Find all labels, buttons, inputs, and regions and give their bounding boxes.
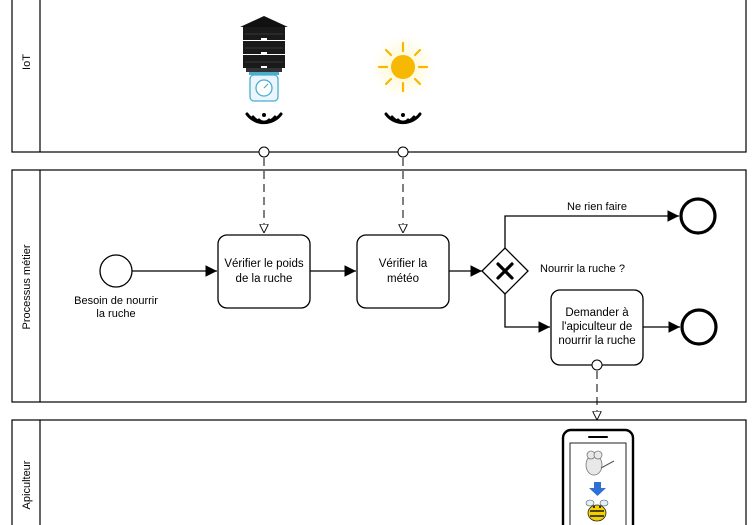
sequence-flow-to-ask xyxy=(504,294,550,333)
gateway-label: Nourrir la ruche ? xyxy=(540,263,625,275)
lane-iot: IoT xyxy=(11,0,747,153)
message-flow-weather xyxy=(397,146,409,233)
smartphone-icon xyxy=(561,428,635,525)
sequence-flow-do-nothing xyxy=(504,210,679,248)
message-flow-ask xyxy=(591,359,603,420)
task-check-weather[interactable] xyxy=(356,234,450,309)
beehive-scale-icon xyxy=(240,16,288,102)
start-event-label-line2: la ruche xyxy=(96,308,135,320)
end-event-ask[interactable] xyxy=(680,308,718,346)
wireless-signal-icon xyxy=(245,112,283,125)
task-check-weight-line2: de la ruche xyxy=(236,273,293,285)
lane-process: Processus métier xyxy=(11,169,747,403)
end-event-do-nothing[interactable] xyxy=(679,197,717,235)
task-check-weight[interactable] xyxy=(217,234,311,309)
message-flow-weight xyxy=(258,146,270,233)
lane-label-iot: IoT xyxy=(21,54,33,70)
task-check-weather-line2: météo xyxy=(387,273,419,285)
task-check-weather-line1: Vérifier la xyxy=(379,258,428,270)
task-ask-beekeeper-line1: Demander à xyxy=(565,307,629,319)
task-check-weight-line1: Vérifier le poids xyxy=(224,258,304,270)
down-arrow-icon xyxy=(589,482,606,496)
lane-label-process: Processus métier xyxy=(21,244,33,329)
start-event-label-line1: Besoin de nourrir xyxy=(74,295,158,307)
feeding-figure-icon xyxy=(585,450,615,476)
lane-beekeeper: Apiculteur xyxy=(11,419,747,525)
flow-label-do-nothing: Ne rien faire xyxy=(567,201,627,213)
wireless-signal-icon xyxy=(384,112,422,125)
lane-label-beekeeper: Apiculteur xyxy=(21,460,33,509)
sun-icon xyxy=(370,34,436,100)
start-event[interactable] xyxy=(99,254,133,288)
task-ask-beekeeper-line2: l'apiculteur de xyxy=(562,321,633,333)
exclusive-gateway[interactable] xyxy=(481,247,529,295)
task-ask-beekeeper-line3: nourrir la ruche xyxy=(558,335,635,347)
bee-icon xyxy=(585,499,609,522)
